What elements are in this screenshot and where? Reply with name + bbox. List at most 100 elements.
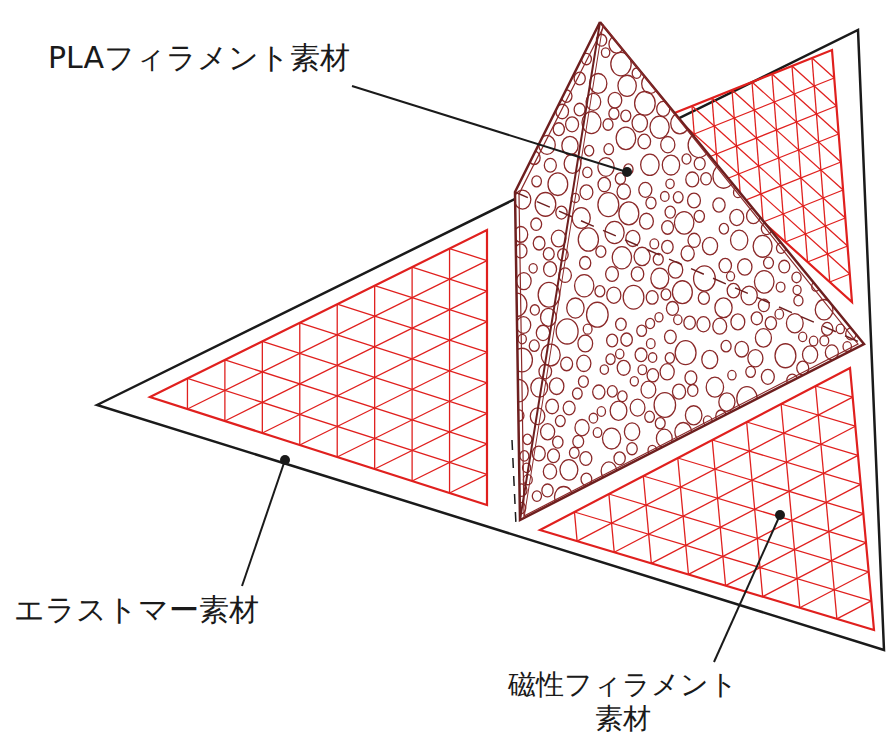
pla-bubble [544,262,557,277]
mesh-line [678,458,864,514]
pla-bubble [646,339,655,349]
mesh-line [747,422,858,455]
pla-bubble [548,449,560,463]
pla-bubble [607,287,621,303]
pla-bubble [735,341,749,357]
mesh-line [741,162,841,202]
pla-bubble [648,353,656,363]
pla-bubble [631,267,643,281]
pla-bubble [610,401,627,420]
mesh-line [837,601,871,619]
mesh-line [800,572,869,608]
pla-bubble [627,443,638,455]
pla-bubble [721,340,731,352]
pla-bubble [765,317,776,330]
pla-bubble [738,259,752,275]
leader-line [242,460,285,586]
pla-bubble [612,247,631,269]
pla-bubble [555,415,565,426]
pla-bubble [583,167,592,178]
pla-bubble [532,176,542,187]
pla-bubble [671,113,689,134]
pla-bubble [616,318,627,330]
pla-bubble [520,451,529,461]
pla-bubble [616,349,624,359]
mesh-line [375,286,487,322]
pla-bubble [566,117,579,132]
pla-bubble [607,334,618,347]
pla-bubble [597,407,605,417]
pla-bubble [730,209,744,225]
pla-bubble [653,254,663,266]
pla-bubble [650,116,669,138]
pla-bubble [580,452,592,466]
pla-bubble [619,202,639,225]
pla-bubble [596,246,606,258]
mesh-line [187,261,487,409]
mesh-line [808,246,848,262]
pla-bubble [573,388,583,399]
mesh-outline [150,230,487,505]
pla-bubble [702,350,718,368]
pla-bubble [606,267,619,282]
pla-bubble [517,273,532,290]
pla-bubble [645,411,655,422]
mesh-line [643,476,651,563]
pla-bubble [567,298,584,318]
pla-bubble [560,460,578,481]
mesh-line [187,378,188,409]
part-label: エラストマー素材 [14,592,259,628]
pla-bubble [685,406,702,425]
pla-bubble [573,435,584,447]
mesh-line [772,74,839,134]
pla-bubble [755,329,771,347]
pla-bubble [617,360,630,375]
pla-bubble [728,370,736,380]
pla-bubble [584,145,593,156]
pla-bubble [543,248,554,260]
pla-bubble [775,344,796,368]
pla-bubble [618,75,636,96]
pla-bubble [569,447,579,458]
mesh-line [337,383,487,457]
pla-bubble [666,302,678,316]
pla-bubble [719,258,731,272]
pla-bubble [536,325,549,340]
leader-dot [622,167,632,177]
mesh-line [411,267,412,481]
pla-bubble [665,206,675,218]
mesh-line [651,455,858,563]
pla-bubble [786,314,803,333]
pla-bubble [688,193,701,208]
pla-bubble [578,228,598,251]
pla-bubble [641,381,656,398]
pla-bubble [602,428,620,449]
pla-bubble [541,344,560,366]
pla-bubble [542,484,553,497]
pla-bubble [779,260,790,273]
pla-bubble [727,283,740,297]
mesh-line [732,90,843,190]
pla-bubble [598,193,619,217]
magnetic-mesh [150,230,487,505]
pla-bubble [686,172,699,187]
pla-bubble [530,305,539,315]
pla-bubble [646,291,658,305]
mesh-line [337,304,338,457]
mesh-line [574,512,577,541]
pla-bubble [673,192,683,203]
pla-bubble [553,123,564,136]
pla-bubble [604,144,614,155]
mesh-line [262,322,487,433]
pla-bubble [748,350,763,367]
pla-bubble [549,378,564,395]
pla-bubble [577,355,591,371]
pla-bubble [624,423,639,441]
pla-bubble [697,317,710,332]
leader-line [352,86,627,172]
pla-bubble [544,158,556,172]
pla-bubble [639,182,652,197]
pla-bubble [575,275,594,297]
pla-bubble [646,318,655,328]
